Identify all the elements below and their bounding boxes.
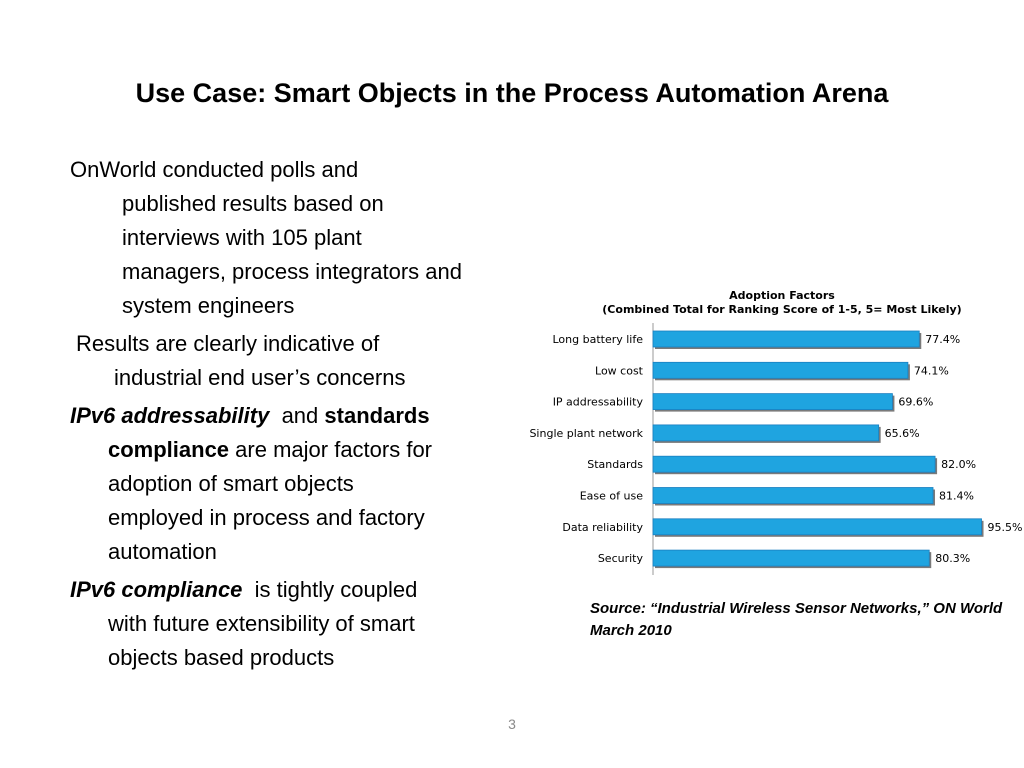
- p3-line-3: adoption of smart objects: [108, 471, 354, 496]
- p3-line-4: employed in process and factory: [108, 505, 425, 530]
- bar-long-battery-life: [652, 330, 920, 348]
- p4-line-3: objects based products: [108, 645, 335, 670]
- paragraph-onworld-polls: OnWorld conducted polls and published re…: [70, 153, 540, 323]
- p1-line-2: published results based on: [122, 191, 384, 216]
- value-label-ip-addressability: 69.6%: [898, 396, 933, 409]
- bar-ip-addressability: [652, 393, 893, 410]
- category-label-ip-addressability: IP addressability: [553, 396, 644, 409]
- bar-security: [652, 549, 930, 567]
- value-label-security: 80.3%: [935, 552, 970, 565]
- p2-line-1: Results are clearly indicative of: [76, 331, 380, 356]
- source-citation: Source: “Industrial Wireless Sensor Netw…: [590, 600, 1003, 639]
- term-ipv6-compliance: IPv6 compliance: [70, 577, 243, 602]
- value-label-data-reliability: 95.5%: [988, 521, 1023, 534]
- p3-line-5: automation: [108, 539, 217, 564]
- p3-and: and: [281, 403, 319, 428]
- slide-title: Use Case: Smart Objects in the Process A…: [135, 78, 889, 108]
- p1-line-1: OnWorld conducted polls and: [70, 157, 359, 182]
- paragraph-ipv6-compliance: IPv6 compliance is tightly coupled with …: [70, 573, 540, 675]
- category-label-security: Security: [598, 552, 644, 565]
- term-standards: standards: [324, 403, 430, 428]
- chart-subtitle: (Combined Total for Ranking Score of 1-5…: [602, 303, 961, 316]
- chart-marks: Long battery life 77.4% Low cost 74.1% IP ad…: [529, 330, 1023, 569]
- chart-title: Adoption Factors: [729, 289, 835, 302]
- value-label-single-plant-network: 65.6%: [885, 427, 920, 440]
- bar-standards: [652, 455, 936, 473]
- p4-line-2: with future extensibility of smart: [108, 611, 415, 636]
- bar-single-plant-network: [652, 424, 880, 442]
- category-label-long-battery-life: Long battery life: [552, 333, 643, 346]
- page-number: 3: [508, 716, 516, 732]
- category-label-ease-of-use: Ease of use: [580, 490, 643, 503]
- p4-after-term: is tightly coupled: [254, 577, 418, 602]
- p2-line-2: industrial end user’s concerns: [114, 365, 406, 390]
- bar-ease-of-use: [652, 487, 934, 504]
- category-label-standards: Standards: [587, 458, 643, 471]
- value-label-long-battery-life: 77.4%: [925, 333, 960, 346]
- value-label-ease-of-use: 81.4%: [939, 490, 974, 503]
- value-label-low-cost: 74.1%: [914, 364, 949, 377]
- bar-data-reliability: [652, 518, 982, 536]
- term-compliance: compliance: [108, 437, 230, 462]
- adoption-factors-chart: Adoption Factors (Combined Total for Ran…: [529, 289, 1022, 575]
- value-label-standards: 82.0%: [941, 458, 976, 471]
- category-label-low-cost: Low cost: [595, 364, 644, 377]
- body-text: OnWorld conducted polls and published re…: [70, 153, 540, 679]
- p3-after-term: are major factors for: [235, 437, 433, 462]
- p3-line-2: compliance are major factors for: [70, 433, 540, 467]
- p1-line-4: managers, process integrators and: [122, 259, 462, 284]
- p1-line-5: system engineers: [122, 293, 295, 318]
- paragraph-ipv6-addressability: IPv6 addressability and standards compli…: [70, 399, 540, 569]
- p1-line-3: interviews with 105 plant: [122, 225, 362, 250]
- bar-low-cost: [652, 361, 909, 379]
- term-ipv6-addressability: IPv6 addressability: [70, 403, 270, 428]
- paragraph-results-indicative: Results are clearly indicative of indust…: [70, 327, 540, 395]
- category-label-single-plant-network: Single plant network: [529, 427, 643, 440]
- category-label-data-reliability: Data reliability: [562, 521, 643, 534]
